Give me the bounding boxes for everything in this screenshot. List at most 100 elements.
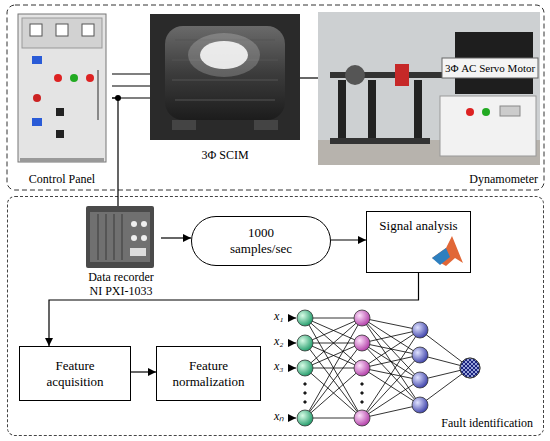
network-link [305,368,362,418]
dynamometer-photo-art [318,12,540,165]
node-label: Data recorder NI PXI-1033 [84,270,158,298]
network-link [305,318,362,418]
motor-photo-art [150,14,300,140]
ellipsis-dot [361,383,364,386]
network-link [305,418,362,419]
hidden-neuron [354,410,370,426]
node-label: 1000 samples/sec [221,225,301,257]
network-link [305,318,362,418]
node-label: Feature normalization [163,358,255,390]
network-link [362,380,420,418]
flow-arrow [49,273,419,346]
network-link [305,318,362,319]
photo-node: 3Φ SCIM [150,12,300,162]
rounded-box: 1000 samples/sec [191,216,331,266]
control-panel-art [30,24,42,36]
neural-network [288,310,480,426]
hidden-neuron [354,310,370,326]
dynamometer-photo-art [345,65,365,85]
control-panel-art [56,24,68,36]
input-neuron [297,310,313,326]
control-panel-art [20,158,104,162]
data-recorder-art [141,235,147,241]
input-label: x₁ [274,308,284,324]
dynamometer-photo-art [318,12,540,165]
data-recorder-art [98,214,99,260]
network-link [362,355,420,418]
control-panel-art [32,56,42,64]
network-link [362,318,420,380]
network-link [288,318,296,319]
flow-arrow [131,371,156,372]
dynamometer-photo-art [466,108,474,116]
output-neuron [460,358,480,378]
motor-photo-art [172,120,196,130]
hidden-neuron [412,347,428,363]
motor-photo-art [188,33,260,77]
wire [112,73,150,74]
output-neuron [460,358,480,378]
matlab-logo [432,248,450,265]
data-recorder-art [86,206,154,268]
hidden-neuron [412,397,428,413]
motor-photo-art [165,26,285,120]
ellipsis-dot [361,401,364,404]
ellipsis-dot [361,392,364,395]
network-link [288,368,296,369]
network-link [305,343,362,368]
control-panel-art [32,118,42,126]
network-link [288,343,296,344]
data-recorder-art [90,212,150,262]
node-label: Feature acquisition [29,358,121,390]
data-recorder-art [131,221,137,227]
data-recorder-art [141,221,147,227]
network-link [305,318,362,368]
data-recorder-art [130,248,146,256]
network-link [362,330,420,343]
network-link [305,343,362,368]
input-label: x₂ [274,333,284,349]
hidden-neuron [354,335,370,351]
node-label: 3Φ SCIM [150,148,300,162]
ellipsis-dot [304,401,307,404]
network-link [305,343,362,418]
dynamometer-photo-art [442,58,538,78]
dynamometer-photo-art [338,80,346,142]
motor-photo-art [150,14,300,140]
process-box: Feature acquisition [19,346,131,401]
control-panel-art [86,74,94,82]
network-link [362,330,420,368]
control-panel-art [70,74,78,82]
node-label: Fault identification [441,416,533,430]
flow-arrow [331,239,366,240]
network-link [305,318,362,343]
network-link [362,318,420,405]
data-recorder-art [86,206,154,268]
control-panel-art [18,14,106,162]
input-label: x₃ [274,358,284,374]
dynamometer-photo-art [440,96,536,156]
network-link [305,318,362,368]
process-box: Feature normalization [156,346,261,401]
dynamometer-photo-art [482,108,490,116]
flow-arrow [161,237,191,238]
control-panel-art [97,70,99,120]
network-link [362,405,420,418]
network-link [305,343,362,418]
hidden-neuron [354,360,370,376]
matlab-logo [432,236,463,266]
input-neuron [297,335,313,351]
network-link [305,318,362,343]
input-neuron [297,410,313,426]
network-link [362,355,420,368]
data-recorder-art [122,214,123,260]
node-label: Control Panel [12,172,112,186]
dynamometer-photo-art [368,80,376,142]
node-label: Dynamometer [469,172,538,186]
data-recorder-art [106,214,107,260]
matlab-logo [432,236,463,266]
node-label: Signal analysis [367,218,470,234]
control-panel-art [33,94,41,102]
ellipsis-dot [304,392,307,395]
